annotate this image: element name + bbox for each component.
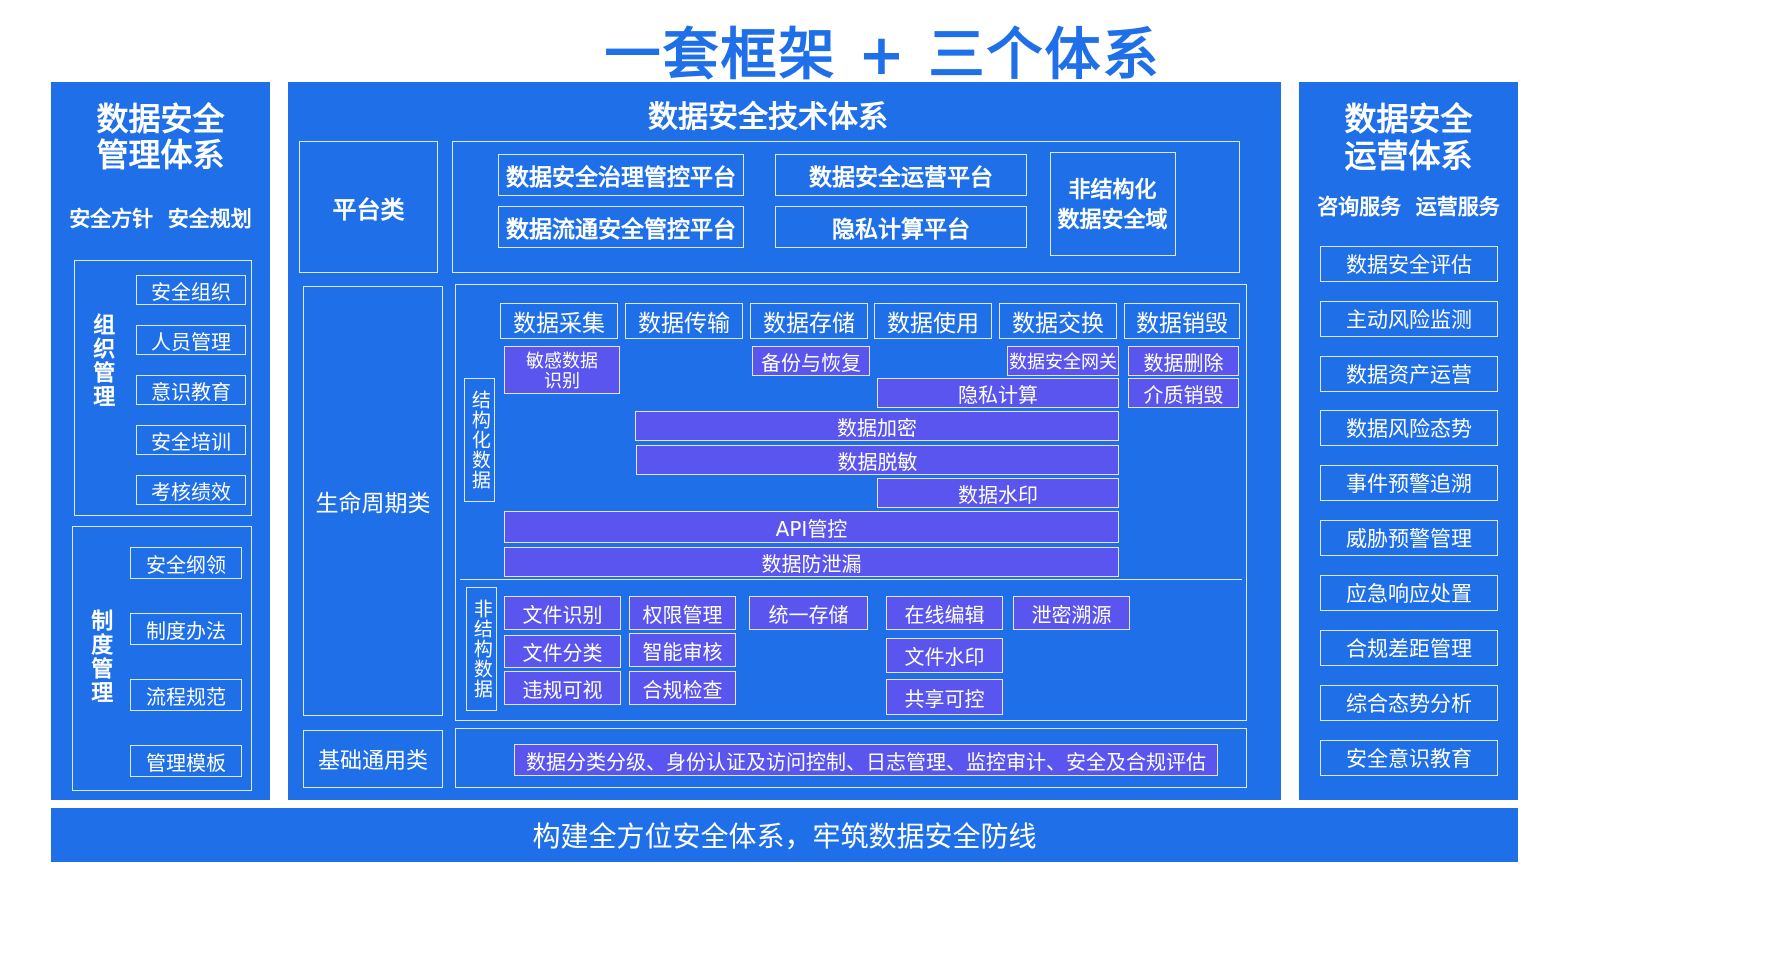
operation-subheading: 咨询服务 运营服务 <box>1317 195 1500 219</box>
data-watermark: 数据水印 <box>877 478 1119 508</box>
operation-item: 合规差距管理 <box>1320 630 1498 666</box>
system-management-group: 制度管理 安全纲领 制度办法 流程规范 管理模板 <box>72 526 252 791</box>
management-subheading: 安全方针 安全规划 <box>69 207 252 231</box>
lifecycle-content-box: 数据采集 数据传输 数据存储 数据使用 数据交换 数据销毁 结构化数据 敏感数据… <box>455 284 1247 721</box>
technology-heading: 数据安全技术体系 <box>648 100 888 135</box>
operation-item: 主动风险监测 <box>1320 301 1498 337</box>
foundation-content-box: 数据分类分级、身份认证及访问控制、日志管理、监控审计、安全及合规评估 <box>455 728 1247 788</box>
org-item: 意识教育 <box>136 375 246 405</box>
operation-item: 数据安全评估 <box>1320 246 1498 282</box>
structured-label-text: 结构化数据 <box>468 390 491 490</box>
lifecycle-label-box: 生命周期类 <box>303 286 443 716</box>
org-item: 安全组织 <box>136 275 246 305</box>
platform-item: 数据安全运营平台 <box>775 154 1027 196</box>
sensitive-line2: 识别 <box>544 371 580 392</box>
management-heading-line1: 数据安全 <box>96 100 225 138</box>
operation-item: 安全意识教育 <box>1320 740 1498 776</box>
page-title: 一套框架 + 三个体系 <box>604 23 1161 88</box>
backup-recovery: 备份与恢复 <box>752 346 870 376</box>
unified-storage: 统一存储 <box>749 596 868 630</box>
platform-label: 平台类 <box>332 195 405 224</box>
system-management-label: 制度管理 <box>81 597 117 717</box>
footer-banner: 构建全方位安全体系，牢筑数据安全防线 <box>51 808 1518 862</box>
platform-item: 数据安全治理管控平台 <box>498 154 744 196</box>
compliance-check: 合规检查 <box>629 671 736 705</box>
stage-header: 数据存储 <box>750 303 868 339</box>
unstructured-security-domain: 非结构化 数据安全域 <box>1050 152 1176 256</box>
operation-system-panel: 数据安全 运营体系 咨询服务 运营服务 数据安全评估 主动风险监测 数据资产运营… <box>1299 82 1518 800</box>
unstructured-domain-line2: 数据安全域 <box>1057 208 1168 233</box>
org-item: 安全培训 <box>136 425 246 455</box>
leak-tracing: 泄密溯源 <box>1013 596 1130 630</box>
operation-heading-line1: 数据安全 <box>1344 100 1473 138</box>
system-item: 安全纲领 <box>130 547 242 579</box>
technology-system-panel: 数据安全技术体系 平台类 数据安全治理管控平台 数据安全运营平台 数据流通安全管… <box>288 82 1281 800</box>
org-item: 考核绩效 <box>136 475 246 505</box>
stage-header: 数据传输 <box>625 303 743 339</box>
operation-heading-line2: 运营体系 <box>1344 137 1473 175</box>
media-destruction: 介质销毁 <box>1128 378 1239 408</box>
platform-content-box: 数据安全治理管控平台 数据安全运营平台 数据流通安全管控平台 隐私计算平台 非结… <box>452 141 1240 273</box>
structured-data-label: 结构化数据 <box>464 378 495 502</box>
unstructured-data-label: 非结构数据 <box>466 587 497 711</box>
unstructured-domain-line1: 非结构化 <box>1068 178 1157 203</box>
org-label-text: 组织管理 <box>89 313 115 409</box>
management-system-panel: 数据安全 管理体系 安全方针 安全规划 组织管理 安全组织 人员管理 意识教育 … <box>51 82 270 800</box>
foundation-label-box: 基础通用类 <box>303 730 443 788</box>
operation-item: 威胁预警管理 <box>1320 520 1498 556</box>
org-item: 人员管理 <box>136 325 246 355</box>
system-item: 制度办法 <box>130 613 242 645</box>
platform-item: 数据流通安全管控平台 <box>498 206 744 248</box>
operation-item: 应急响应处置 <box>1320 575 1498 611</box>
data-security-gateway: 数据安全网关 <box>1007 346 1119 376</box>
structured-divider <box>460 579 1242 580</box>
sensitive-line1: 敏感数据 <box>526 351 598 372</box>
smart-review: 智能审核 <box>629 633 736 667</box>
unstructured-label-text: 非结构数据 <box>470 599 493 699</box>
foundation-label: 基础通用类 <box>317 749 428 774</box>
operation-item: 综合态势分析 <box>1320 685 1498 721</box>
api-control: API管控 <box>504 511 1119 543</box>
file-watermark: 文件水印 <box>886 638 1003 673</box>
footer-text: 构建全方位安全体系，牢筑数据安全防线 <box>532 820 1037 853</box>
data-desensitization: 数据脱敏 <box>636 445 1119 475</box>
online-editing: 在线编辑 <box>886 596 1003 630</box>
share-control: 共享可控 <box>886 679 1003 715</box>
management-heading-line2: 管理体系 <box>96 136 225 174</box>
operation-item: 事件预警追溯 <box>1320 465 1498 501</box>
data-deletion: 数据删除 <box>1128 346 1239 376</box>
file-identify: 文件识别 <box>504 596 621 630</box>
privacy-computing: 隐私计算 <box>877 378 1119 408</box>
platform-label-box: 平台类 <box>299 141 438 273</box>
org-management-group: 组织管理 安全组织 人员管理 意识教育 安全培训 考核绩效 <box>74 260 252 516</box>
permission-management: 权限管理 <box>629 596 736 630</box>
system-item: 管理模板 <box>130 745 242 777</box>
stage-header: 数据销毁 <box>1124 303 1240 339</box>
violation-visualization: 违规可视 <box>504 671 621 705</box>
platform-item: 隐私计算平台 <box>775 206 1027 248</box>
org-management-label: 组织管理 <box>83 301 119 421</box>
foundation-content: 数据分类分级、身份认证及访问控制、日志管理、监控审计、安全及合规评估 <box>514 744 1218 776</box>
stage-header: 数据使用 <box>874 303 992 339</box>
stage-header: 数据交换 <box>999 303 1117 339</box>
data-leak-prevention: 数据防泄漏 <box>504 547 1119 577</box>
stage-header: 数据采集 <box>500 303 618 339</box>
operation-item: 数据资产运营 <box>1320 356 1498 392</box>
operation-item: 数据风险态势 <box>1320 410 1498 446</box>
system-label-text: 制度管理 <box>87 609 113 705</box>
sensitive-data-identify: 敏感数据 识别 <box>504 346 620 394</box>
system-item: 流程规范 <box>130 679 242 711</box>
lifecycle-label: 生命周期类 <box>315 491 431 517</box>
file-classification: 文件分类 <box>504 635 621 668</box>
data-encryption: 数据加密 <box>635 411 1119 441</box>
